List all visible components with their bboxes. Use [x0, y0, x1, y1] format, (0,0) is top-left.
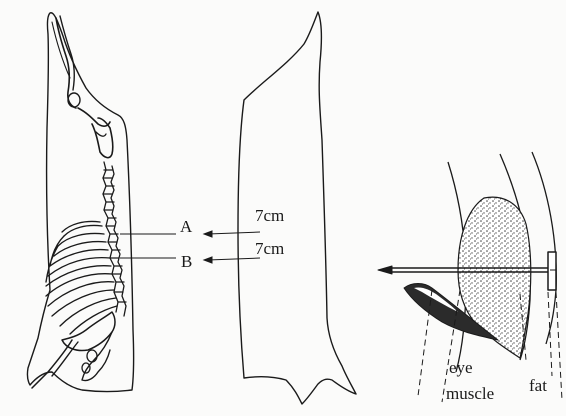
ribcage [46, 221, 117, 334]
outer-curve-3 [532, 152, 556, 344]
left-carcass-outline [27, 13, 133, 392]
arrow-b-head [204, 257, 212, 263]
hock-joint [68, 93, 80, 107]
arrow-b-line [208, 258, 260, 260]
label-distance-b: 7cm [255, 240, 284, 257]
femur [78, 108, 110, 126]
pelvis-notch [96, 132, 106, 136]
label-fat: fat [529, 377, 547, 394]
arrow-a-line [208, 232, 260, 234]
probe-handle [548, 252, 556, 290]
probe-tip [378, 266, 392, 274]
fore-leg-bone-2 [52, 342, 78, 376]
label-point-b: B [181, 253, 192, 270]
spine [103, 162, 126, 316]
hind-leg-bone-outline [60, 16, 74, 90]
label-muscle: muscle [446, 385, 494, 402]
label-eye: eye [449, 359, 473, 376]
eye-muscle [458, 197, 531, 358]
neck-joint [87, 350, 97, 362]
fore-leg-bone [32, 340, 72, 388]
label-point-a: A [180, 218, 192, 235]
label-distance-a: 7cm [255, 207, 284, 224]
arrow-a-head [204, 231, 212, 237]
carcass-with-skeleton [27, 13, 133, 392]
